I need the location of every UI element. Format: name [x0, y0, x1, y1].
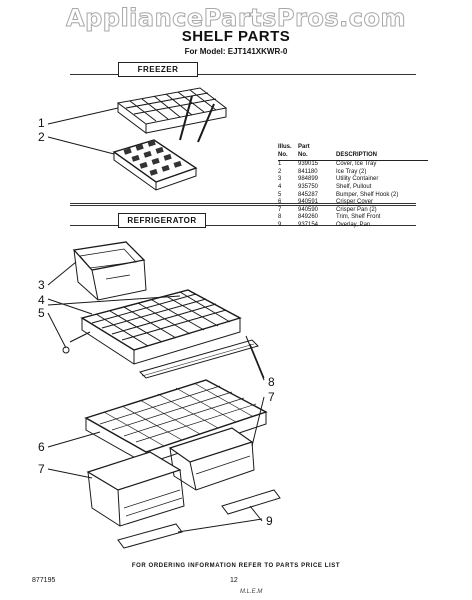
callout-4: 4	[38, 293, 45, 307]
callout-1: 1	[38, 116, 45, 130]
divider	[70, 203, 416, 206]
callout-9: 9	[266, 514, 273, 528]
utility-container-drawing	[72, 241, 147, 301]
shelf-front-trim-drawing	[139, 339, 259, 379]
callout-8: 8	[268, 375, 275, 389]
ice-tray-drawing	[112, 139, 198, 191]
ice-tray-cover-drawing	[116, 87, 228, 143]
divider	[70, 225, 416, 226]
header-illus-no: Illus.No.	[278, 144, 298, 162]
refrigerator-section-label: REFRIGERATOR	[118, 213, 206, 228]
callout-7-right: 7	[268, 390, 275, 404]
document-code: 877195	[32, 577, 56, 584]
header-description: DESCRIPTION	[336, 144, 428, 162]
callout-6: 6	[38, 440, 45, 454]
freezer-section-label: FREEZER	[118, 62, 198, 77]
page-title: SHELF PARTS	[181, 28, 291, 45]
pullout-shelf-drawing	[62, 289, 242, 365]
divider	[70, 74, 416, 75]
callout-2: 2	[38, 130, 45, 144]
handwritten-mark: M.L.E.M	[240, 589, 263, 595]
callout-7-left: 7	[38, 462, 45, 476]
pan-overlay-drawing	[117, 489, 281, 549]
page-number: 12	[230, 577, 238, 584]
crisper-pan-left-drawing	[86, 451, 185, 527]
model-number: For Model: EJT141XKWR-0	[184, 47, 288, 56]
callout-5: 5	[38, 306, 45, 320]
ordering-note: FOR ORDERING INFORMATION REFER TO PARTS …	[131, 563, 341, 569]
watermark: AppliancePartsPros.com	[66, 4, 406, 33]
callout-3: 3	[38, 278, 45, 292]
